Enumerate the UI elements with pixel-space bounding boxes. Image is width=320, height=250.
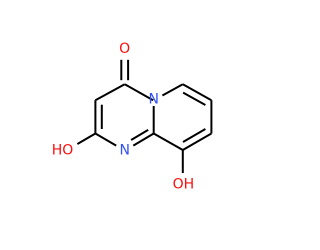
bond-right-lower-bottom-double: [182, 128, 206, 143]
bond-c-top-right-c-right-upper-double: [182, 91, 206, 106]
bond-carbonyl-c-ch: [94, 83, 126, 102]
bond-bottom-bridge-c: [153, 132, 184, 151]
molecule-drawing: O N N HO OH: [52, 41, 213, 192]
bond-right-lower-bottom: [182, 132, 212, 151]
atom-labels: O N N HO OH: [52, 41, 194, 192]
nitrogen-bridge-label: N: [148, 92, 158, 108]
bond-layer: [76, 59, 213, 173]
hydroxyl-right-label: OH: [173, 176, 195, 192]
oxygen-top-label: O: [119, 41, 130, 57]
bond-coh-ho: [76, 132, 96, 145]
bond-n-bridge-c-top-right: [161, 83, 184, 97]
structure-canvas: O N N HO OH: [51, 41, 213, 193]
bond-c-top-right-c-right-upper: [182, 83, 212, 102]
hydroxyl-left-label: HO: [52, 143, 74, 159]
nitrogen-ring-label: N: [119, 143, 129, 159]
bond-carbonyl-c-ring-n: [124, 83, 154, 102]
bond-nring-bridge-c: [132, 132, 155, 147]
bond-coh-nring: [94, 132, 117, 147]
bond-nring-bridge-c-double: [130, 129, 149, 141]
